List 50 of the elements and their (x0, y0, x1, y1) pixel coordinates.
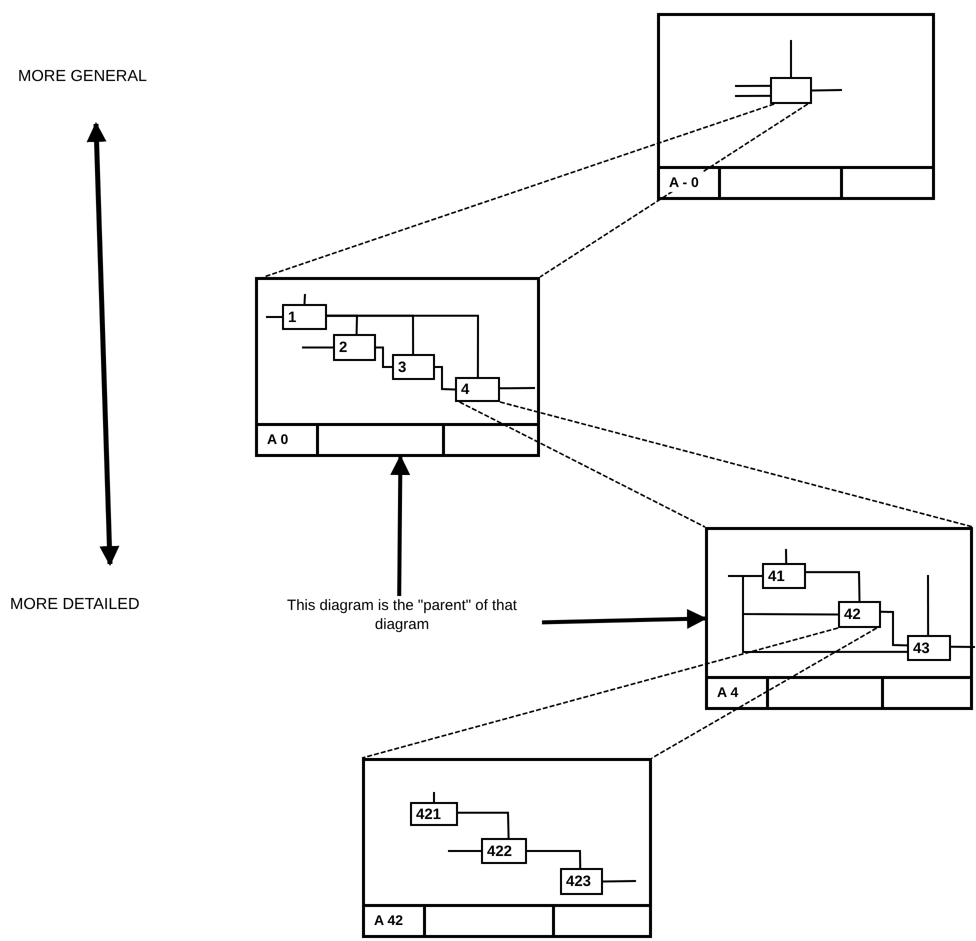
connector-line (527, 850, 582, 868)
activity-box: 423 (560, 868, 603, 895)
connector-line (812, 89, 842, 92)
connector-line (880, 610, 908, 646)
annotation-text: This diagram is the "parent" of that diagram (262, 596, 542, 634)
connector-line (728, 575, 762, 577)
diagram-frame (255, 277, 540, 457)
activity-box: 421 (410, 802, 458, 826)
zoom-line (459, 401, 706, 528)
diagram-frame (362, 758, 652, 938)
activity-box: 42 (838, 601, 881, 628)
zoom-line (362, 627, 838, 759)
connector-line (500, 387, 536, 390)
connector-line (742, 576, 907, 653)
connector-line (785, 548, 788, 564)
connector-line (458, 812, 510, 838)
axis-label: MORE DETAILED (10, 596, 140, 614)
zoom-line (500, 401, 974, 528)
connector-line (448, 850, 481, 852)
activity-box: 4 (455, 377, 500, 402)
activity-box: 41 (762, 563, 806, 589)
activity-box: 43 (907, 635, 951, 661)
activity-box: 3 (392, 354, 435, 380)
connector-line (790, 40, 792, 77)
connector-line (806, 571, 860, 602)
diagram-frame (705, 527, 973, 710)
diagram-number: A - 0 (666, 172, 702, 192)
arrow (390, 455, 410, 596)
zoom-line (540, 103, 808, 278)
connector-line (602, 880, 636, 882)
diagram-frame (657, 13, 935, 200)
connector-line (735, 84, 770, 87)
arrow (542, 608, 707, 629)
activity-box: 1 (282, 304, 327, 330)
connector-line (266, 316, 282, 318)
connector-line (304, 294, 306, 304)
activity-box (770, 77, 812, 104)
activity-box: 422 (481, 838, 527, 864)
connector-line (950, 646, 976, 648)
connector-line (302, 346, 333, 348)
connector-line (433, 792, 435, 802)
zoom-line (652, 627, 878, 759)
connector-line (327, 314, 479, 377)
connector-line (376, 346, 392, 368)
activity-box: 2 (333, 334, 376, 361)
zoom-line (263, 103, 774, 278)
axis-label: MORE GENERAL (18, 68, 147, 86)
connector-line (927, 575, 930, 635)
connector-line (435, 366, 456, 390)
connector-line (735, 94, 770, 97)
